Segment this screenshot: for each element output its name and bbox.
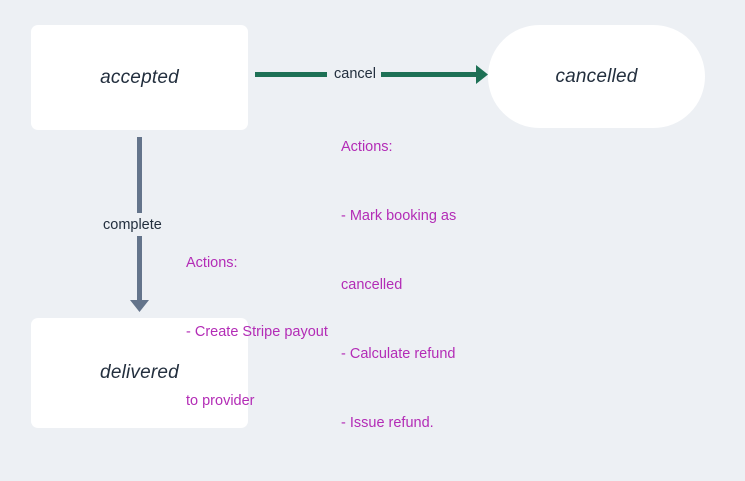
annotation-line: - Create Stripe payout	[186, 324, 328, 340]
edge-label-cancel: cancel	[331, 66, 379, 84]
state-node-delivered-label: delivered	[100, 362, 179, 383]
edge-label-complete: complete	[100, 217, 165, 235]
state-diagram-canvas: accepted cancelled delivered cancel comp…	[31, 25, 705, 431]
state-node-delivered[interactable]: delivered	[31, 318, 248, 428]
annotation-complete-actions: Actions: - Create Stripe payout to provi…	[186, 206, 328, 459]
annotation-line: Actions:	[186, 255, 238, 271]
annotation-line: Actions:	[341, 139, 393, 155]
annotation-line: cancelled	[341, 277, 403, 293]
annotation-line: - Mark booking as	[341, 208, 457, 224]
annotation-line: to provider	[186, 393, 255, 409]
state-node-accepted[interactable]: accepted	[31, 25, 248, 130]
annotation-line: - Calculate refund	[341, 346, 456, 362]
annotation-line: - Issue refund.	[341, 415, 434, 431]
edge-complete-arrowhead	[130, 300, 149, 312]
state-node-cancelled[interactable]: cancelled	[488, 25, 705, 128]
edge-cancel-arrowhead	[476, 65, 488, 84]
state-node-accepted-label: accepted	[100, 66, 179, 88]
state-node-cancelled-label: cancelled	[555, 65, 638, 87]
annotation-cancel-actions: Actions: - Mark booking as cancelled - C…	[341, 90, 456, 481]
